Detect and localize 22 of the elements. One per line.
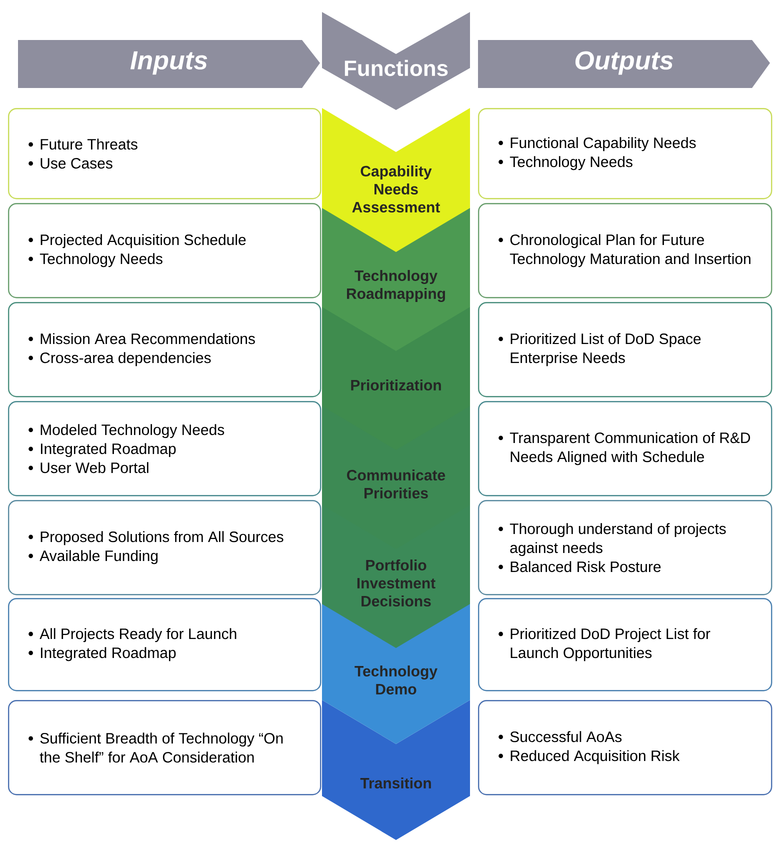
stage-band: Communicate Priorities: [322, 401, 470, 549]
stage-band: Transition: [322, 700, 470, 840]
list-box: Prioritized List of DoD Space Enterprise Needs: [478, 302, 772, 398]
list-box: Transparent Communication of R&D Needs Aligned with Schedule: [478, 401, 772, 496]
node-label: Communicate Priorities: [347, 469, 446, 498]
list-box: Modeled Technology Needs Integrated Roadmap User Web Portal: [8, 401, 322, 496]
column-header: Outputs: [478, 40, 770, 88]
list-box: Chronological Plan for Future Technology Maturation and Insertion: [478, 203, 772, 298]
list-box: Thorough understand of projects against needs Balanced Risk Posture: [478, 500, 772, 596]
column-header: Functions: [322, 12, 470, 110]
list-box: Mission Area Recommendations Cross-area dependencies: [8, 302, 322, 398]
list-box: Proposed Solutions from All Sources Available Funding: [8, 500, 322, 596]
stage-band: Prioritization: [322, 302, 470, 450]
list-box: Successful AoAs Reduced Acquisition Risk: [478, 700, 772, 796]
column-header: Inputs: [18, 40, 320, 88]
list-box: Projected Acquisition Schedule Technology Needs: [8, 203, 322, 298]
list-box: Functional Capability Needs Technology Needs: [478, 108, 772, 200]
list-box: All Projects Ready for Launch Integrated Roadmap: [8, 598, 322, 692]
list-box: Sufficient Breadth of Technology “On the Shelf” for AoA Consideration: [8, 700, 322, 796]
stage-band: Capability Needs Assessment: [322, 108, 470, 252]
list-box: Future Threats Use Cases: [8, 108, 322, 200]
list-box: Prioritized DoD Project List for Launch Opportunities: [478, 598, 772, 692]
